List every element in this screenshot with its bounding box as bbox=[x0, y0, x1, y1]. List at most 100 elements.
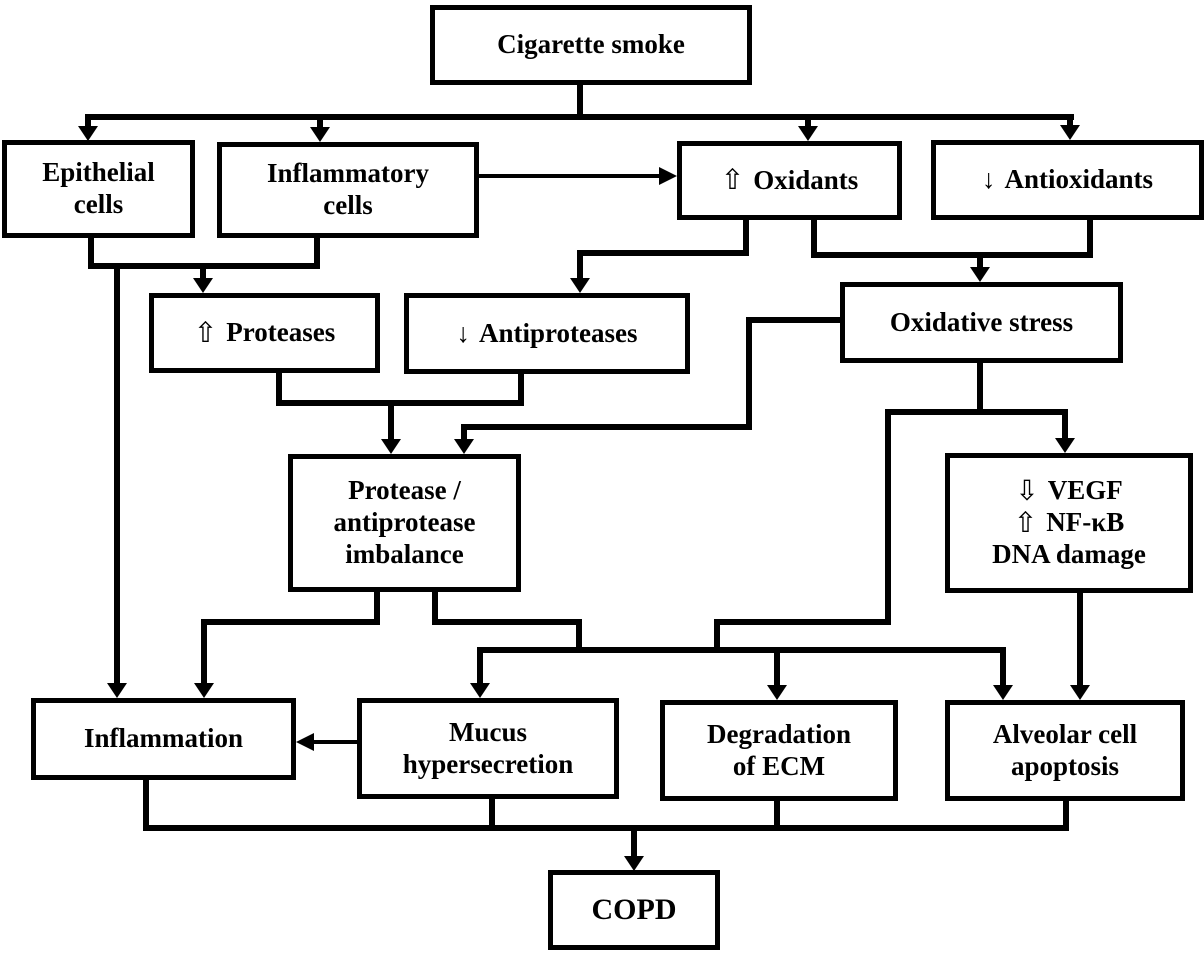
edge-oxstress-left-h bbox=[749, 317, 840, 323]
down-arrow-icon: ↓ bbox=[981, 164, 996, 195]
edge-oxidant-joint-h bbox=[811, 252, 1093, 258]
edge-inflammatory-to-oxidants bbox=[479, 174, 661, 178]
arrowhead-inflammatory bbox=[310, 127, 330, 142]
edge-epithelial-down bbox=[88, 238, 94, 269]
node-proteases: ⇧ Proteases bbox=[149, 293, 380, 373]
node-label-line: apoptosis bbox=[1010, 750, 1120, 781]
up-arrow-icon: ⇧ bbox=[1013, 505, 1038, 539]
node-label: Antioxidants bbox=[1004, 164, 1154, 195]
node-label: Proteases bbox=[226, 317, 336, 348]
edge-joint-to-proteases bbox=[200, 263, 206, 280]
node-label-line: hypersecretion bbox=[402, 748, 574, 779]
node-label-line: Epithelial bbox=[42, 157, 155, 188]
node-inflammation: Inflammation bbox=[31, 698, 296, 780]
edge-to-antiproteases-v bbox=[577, 250, 583, 279]
arrowhead-alveolar-left bbox=[993, 685, 1013, 700]
edge-to-imbalance-v2 bbox=[461, 424, 467, 440]
edge-mucus-to-inflammation bbox=[312, 740, 357, 744]
edge-imbalance-left-out bbox=[374, 592, 380, 625]
edge-imbalance-dist-v bbox=[576, 619, 582, 653]
arrowhead-imbalance-1 bbox=[381, 439, 401, 454]
edge-collector-line bbox=[143, 825, 1069, 831]
edge-inflammatory-down bbox=[314, 238, 320, 269]
arrowhead-inflammation-left bbox=[107, 683, 127, 698]
node-copd: COPD bbox=[548, 870, 720, 950]
arrowhead-inflammatory-oxidants bbox=[659, 167, 677, 185]
node-mucus-hypersecretion: Mucus hypersecretion bbox=[357, 698, 619, 799]
node-antioxidants: ↓ Antioxidants bbox=[931, 140, 1204, 220]
node-label-line: NF-κB bbox=[1046, 507, 1125, 538]
node-label-line: Inflammatory bbox=[267, 158, 429, 189]
arrowhead-proteases bbox=[193, 278, 213, 293]
node-oxidants: ⇧ Oxidants bbox=[677, 141, 902, 220]
edge-oxstress-to-dist-v bbox=[714, 619, 720, 653]
edge-proteases-down bbox=[276, 373, 282, 406]
node-label-line: of ECM bbox=[732, 750, 826, 781]
node-label: Oxidative stress bbox=[889, 306, 1074, 337]
edge-oxstress-bottom-v bbox=[977, 363, 983, 415]
edge-distribution-line bbox=[477, 647, 1006, 653]
node-label-line: DNA damage bbox=[992, 538, 1146, 569]
edge-dist-to-mucus-v bbox=[477, 647, 483, 684]
arrowhead-oxidants bbox=[798, 126, 818, 141]
edge-spine-to-antioxidants bbox=[1067, 114, 1073, 127]
edge-degradation-down bbox=[774, 801, 780, 831]
node-degradation-of-ecm: Degradation of ECM bbox=[660, 700, 898, 801]
node-label-line: imbalance bbox=[345, 538, 464, 569]
edge-imbalance-inflammation-h bbox=[201, 619, 380, 625]
edge-spine-to-epithelial bbox=[85, 114, 91, 128]
node-label: Antiproteases bbox=[479, 317, 638, 348]
arrowhead-imbalance-2 bbox=[454, 439, 474, 454]
arrowhead-alveolar-right bbox=[1070, 685, 1090, 700]
edge-vegf-to-alveolar-v bbox=[1077, 593, 1083, 686]
arrowhead-inflammation-right bbox=[194, 683, 214, 698]
edge-imbalance-right-out bbox=[432, 592, 438, 625]
node-label-line: cells bbox=[73, 189, 124, 219]
edge-to-oxstress-v bbox=[977, 252, 983, 268]
arrowhead-antioxidants bbox=[1060, 125, 1080, 140]
edge-top-spine bbox=[85, 114, 1074, 120]
up-arrow-icon: ⇧ bbox=[720, 163, 745, 197]
node-antiproteases: ↓ Antiproteases bbox=[404, 293, 690, 374]
edge-mucus-down bbox=[489, 799, 495, 831]
node-label-line: Degradation bbox=[707, 718, 851, 749]
node-label: COPD bbox=[591, 893, 677, 927]
node-protease-antiprotease-imbalance: Protease / antiprotease imbalance bbox=[288, 454, 521, 592]
node-inflammatory-cells: Inflammatory cells bbox=[217, 142, 479, 238]
edge-alveolar-down bbox=[1063, 801, 1069, 831]
edge-oxidants-down-left bbox=[743, 219, 749, 256]
edge-collector-to-copd-v bbox=[631, 825, 637, 858]
edge-oxstress-left-v bbox=[746, 317, 752, 430]
edge-cigarette-stem bbox=[577, 85, 583, 118]
edge-oxstress-split-h bbox=[885, 409, 1068, 415]
node-alveolar-cell-apoptosis: Alveolar cell apoptosis bbox=[945, 700, 1185, 801]
edge-dist-to-degradation-v bbox=[774, 647, 780, 686]
node-label-line: Alveolar cell bbox=[992, 718, 1138, 749]
edge-oxstress-to-dist-h bbox=[714, 619, 891, 625]
edge-protease-joint-h bbox=[276, 400, 524, 406]
down-arrow-icon: ⇩ bbox=[1015, 474, 1039, 508]
node-label-line: Protease / bbox=[348, 475, 461, 506]
edge-imbalance-dist-h bbox=[432, 619, 582, 625]
node-label-line: VEGF bbox=[1047, 475, 1123, 506]
node-vegf-nfkb-dna-damage: ⇩ VEGF ⇧ NF-κB DNA damage bbox=[945, 453, 1193, 593]
edge-oxstress-imbalance-h bbox=[461, 424, 752, 430]
down-arrow-icon: ↓ bbox=[456, 317, 471, 348]
node-label: Oxidants bbox=[753, 164, 859, 195]
node-oxidative-stress: Oxidative stress bbox=[840, 282, 1123, 363]
edge-oxidants-antiproteases-h bbox=[577, 250, 749, 256]
arrowhead-oxidative-stress bbox=[970, 267, 990, 282]
node-label-line: Mucus bbox=[448, 716, 527, 747]
edge-dist-to-alveolar-v bbox=[1000, 647, 1006, 686]
node-label: Inflammation bbox=[83, 723, 243, 754]
edge-imbalance-inflammation-v bbox=[201, 619, 207, 684]
arrowhead-vegf bbox=[1055, 438, 1075, 453]
edge-joint-to-inflammation-long bbox=[114, 263, 120, 684]
edge-to-vegf-v bbox=[1062, 409, 1068, 439]
arrowhead-copd bbox=[624, 856, 644, 871]
edge-to-imbalance-v1 bbox=[388, 400, 394, 440]
edge-antiproteases-down bbox=[518, 373, 524, 406]
node-epithelial-cells: Epithelial cells bbox=[2, 140, 195, 238]
edge-oxstress-long-v bbox=[885, 409, 891, 625]
